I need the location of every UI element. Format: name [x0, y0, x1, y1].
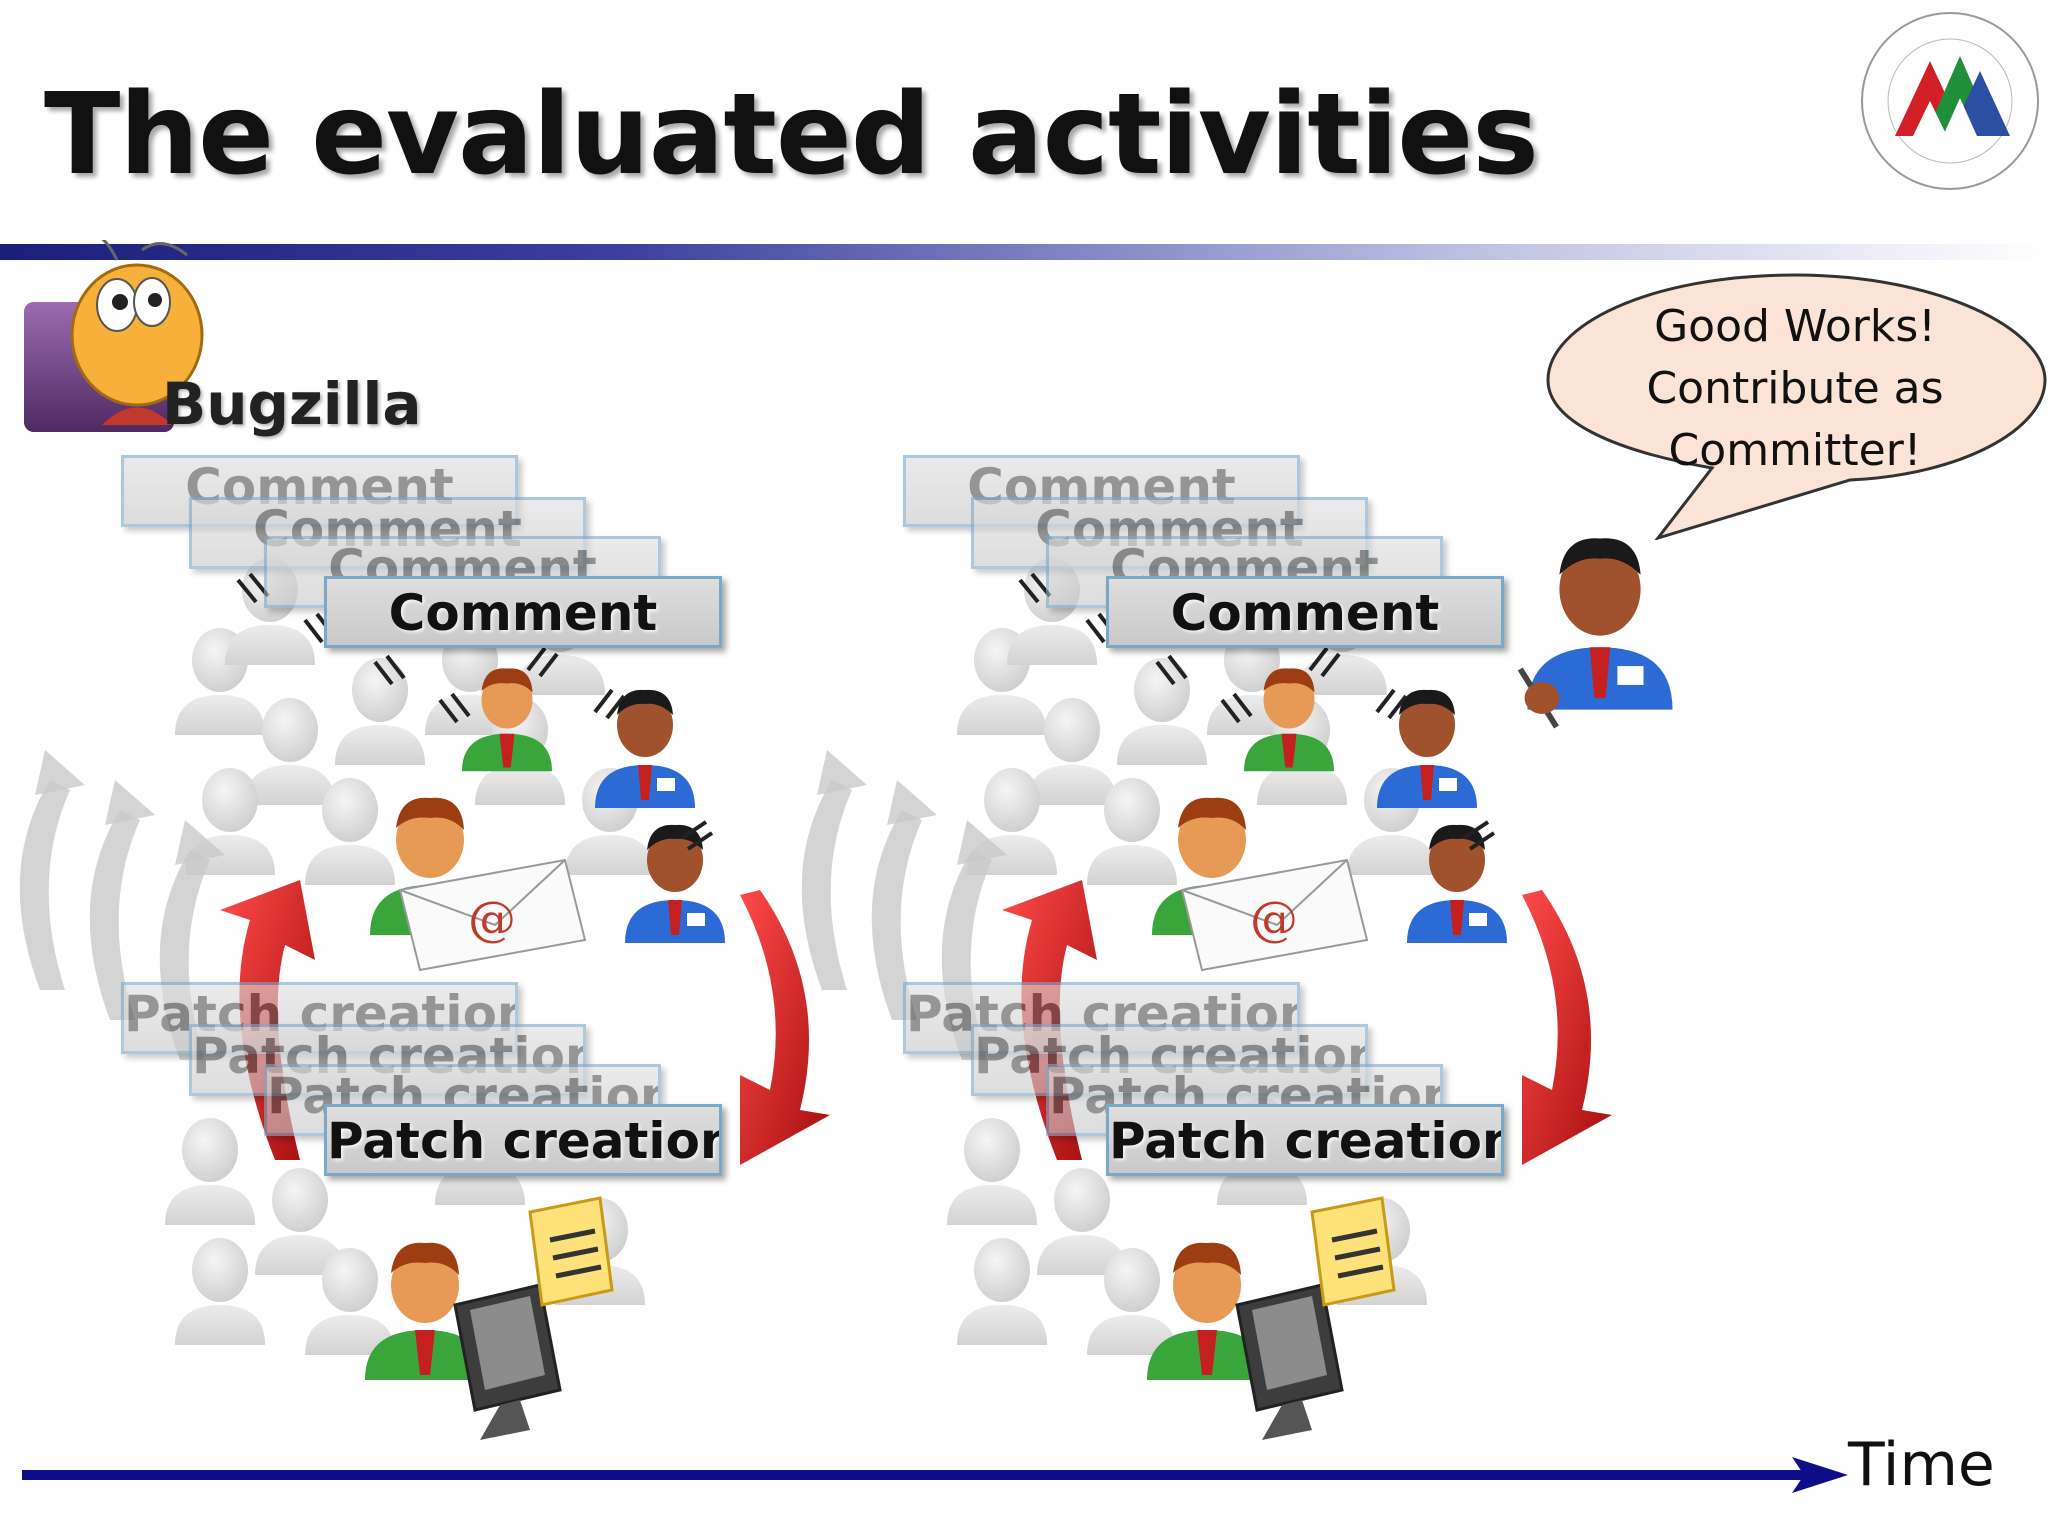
- comment-box-front: Comment: [324, 576, 722, 648]
- time-label: Time: [1848, 1430, 1995, 1500]
- title-underline: [0, 244, 2048, 260]
- patch-box-front: Patch creation: [324, 1104, 722, 1176]
- slide-title: The evaluated activities: [44, 70, 1539, 200]
- speech-bubble: [1546, 273, 2047, 540]
- bugzilla-logo: [24, 240, 204, 432]
- speech-line: Good Works!: [1654, 301, 1936, 352]
- time-arrow: [22, 1457, 1848, 1493]
- speech-line: Committer!: [1668, 425, 1922, 476]
- speech-bubble-text: Good Works! Contribute as Committer!: [1600, 296, 1990, 482]
- naist-logo: [1861, 12, 2039, 190]
- committer-person: [1517, 538, 1673, 729]
- comment-box-front: Comment: [1106, 576, 1504, 648]
- bugzilla-label-text: Bugzilla: [162, 370, 422, 438]
- patch-box-front: Patch creation: [1106, 1104, 1504, 1176]
- speech-line: Contribute as: [1646, 363, 1944, 414]
